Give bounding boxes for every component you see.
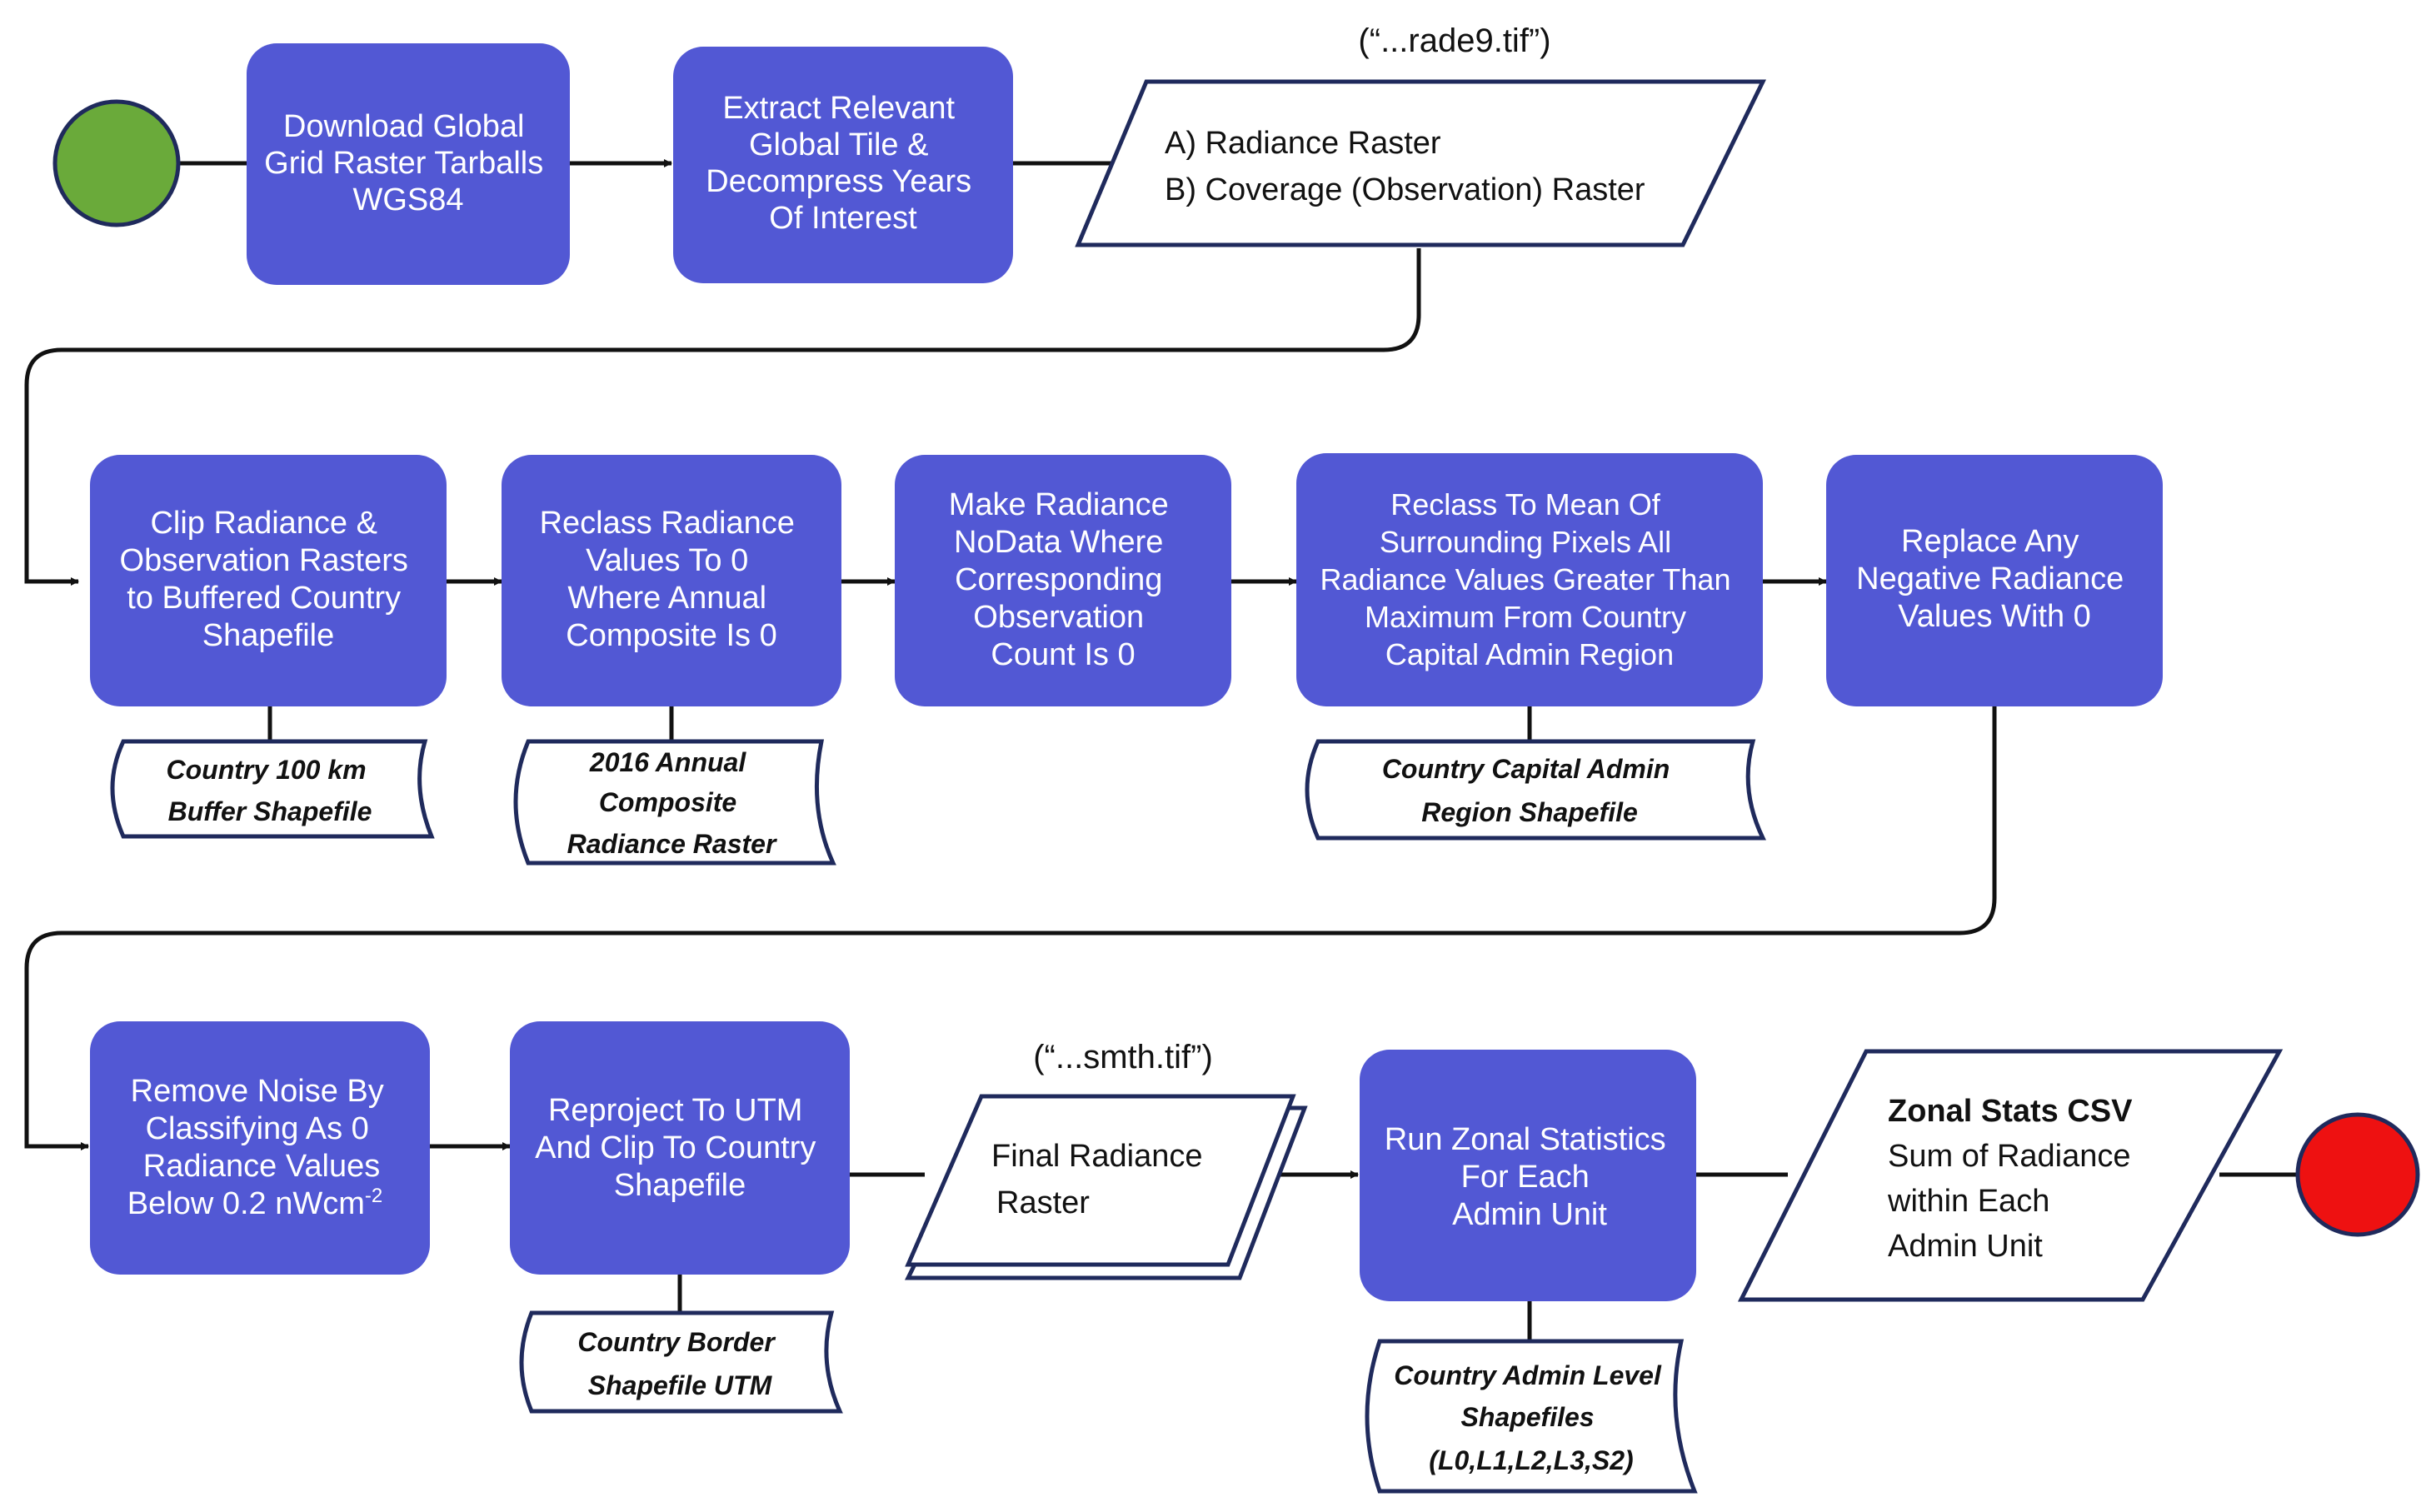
process-reclass-mean: Reclass To Mean Of Surrounding Pixels Al… [1296, 453, 1763, 706]
process-zonal-stats: Run Zonal Statistics For Each Admin Unit [1360, 1050, 1696, 1301]
io-label: Final Radiance Raster [991, 1139, 1211, 1220]
process-box [1296, 453, 1763, 706]
io-parallelogram [905, 1094, 1296, 1267]
io-label: A) Radiance Raster B) Coverage (Observat… [1165, 126, 1645, 207]
io-parallelogram [1075, 79, 1767, 247]
io-final-raster: Final Radiance Raster [904, 1094, 1308, 1280]
process-box [1826, 455, 2163, 706]
doc-capital-admin: Country Capital Admin Region Shapefile [1305, 739, 1766, 841]
document-label: Country 100 km Buffer Shapefile [167, 755, 374, 826]
process-box [502, 455, 841, 706]
doc-border-shapefile: Country Border Shapefile UTM [519, 1310, 843, 1414]
process-box [510, 1021, 850, 1275]
document-shape [1365, 1339, 1698, 1494]
start-node [52, 99, 181, 227]
process-label: Reclass To Mean Of Surrounding Pixels Al… [1320, 487, 1740, 671]
process-label: Replace Any Negative Radiance Values Wit… [1856, 524, 2133, 634]
document-label: Country Border Shapefile UTM [577, 1327, 781, 1400]
io-title: Zonal Stats CSV [1888, 1094, 2133, 1129]
rade9-filename-label: (“...rade9.tif”) [1358, 22, 1550, 59]
connectors [24, 159, 2296, 1341]
io-parallelogram [1737, 1049, 2284, 1302]
process-box [90, 1021, 430, 1275]
io-zonal-csv: Zonal Stats CSV Sum of Radiance within E… [1737, 1049, 2284, 1302]
end-node [2295, 1112, 2420, 1237]
connector-loop-row1-row2 [24, 248, 1421, 586]
process-label: Extract Relevant Global Tile & Decompres… [706, 91, 981, 236]
process-label-last-line: Below 0.2 nWcm-2 [127, 1185, 382, 1221]
document-shape [110, 739, 435, 839]
smth-filename-label: (“...smth.tif”) [1033, 1039, 1213, 1075]
document-shape [1305, 739, 1766, 841]
doc-admin-level-shapefiles: Country Admin Level Shapefiles (L0,L1,L2… [1365, 1339, 1698, 1494]
document-shape [513, 739, 836, 866]
io-label: Sum of Radiance within Each Admin Unit [1887, 1139, 2139, 1264]
connector-loop-row2-row3 [24, 706, 1997, 1150]
process-box [895, 455, 1231, 706]
process-box [247, 43, 570, 285]
process-label: Reclass Radiance Values To 0 Where Annua… [540, 506, 804, 653]
process-reclass-zero: Reclass Radiance Values To 0 Where Annua… [502, 455, 841, 706]
process-label: Remove Noise By Classifying As 0 Radianc… [131, 1074, 393, 1184]
process-box [673, 47, 1013, 283]
document-shape [519, 1310, 843, 1414]
process-clip: Clip Radiance & Observation Rasters to B… [90, 455, 447, 706]
process-label: Make Radiance NoData Where Corresponding… [949, 487, 1178, 672]
document-label: Country Capital Admin Region Shapefile [1382, 754, 1677, 827]
process-extract: Extract Relevant Global Tile & Decompres… [673, 47, 1013, 283]
process-box [90, 455, 447, 706]
process-box [1360, 1050, 1696, 1301]
process-label: Clip Radiance & Observation Rasters to B… [120, 506, 417, 653]
document-label: 2016 Annual Composite Radiance Raster [567, 747, 777, 859]
process-nodata: Make Radiance NoData Where Corresponding… [895, 455, 1231, 706]
process-replace-negative: Replace Any Negative Radiance Values Wit… [1826, 455, 2163, 706]
doc-buffer-shapefile: Country 100 km Buffer Shapefile [110, 739, 435, 839]
process-label: Download Global Grid Raster Tarballs WGS… [264, 109, 552, 217]
superscript: -2 [365, 1185, 382, 1207]
io-rasters: A) Radiance Raster B) Coverage (Observat… [1075, 79, 1767, 247]
process-label: Run Zonal Statistics For Each Admin Unit [1385, 1122, 1675, 1232]
process-reproject: Reproject To UTM And Clip To Country Sha… [510, 1021, 850, 1275]
document-label: Country Admin Level Shapefiles (L0,L1,L2… [1394, 1360, 1669, 1475]
doc-annual-composite: 2016 Annual Composite Radiance Raster [513, 739, 836, 866]
process-download: Download Global Grid Raster Tarballs WGS… [247, 43, 570, 285]
process-label: Reproject To UTM And Clip To Country Sha… [535, 1093, 825, 1203]
process-remove-noise: Remove Noise By Classifying As 0 Radianc… [90, 1021, 430, 1275]
